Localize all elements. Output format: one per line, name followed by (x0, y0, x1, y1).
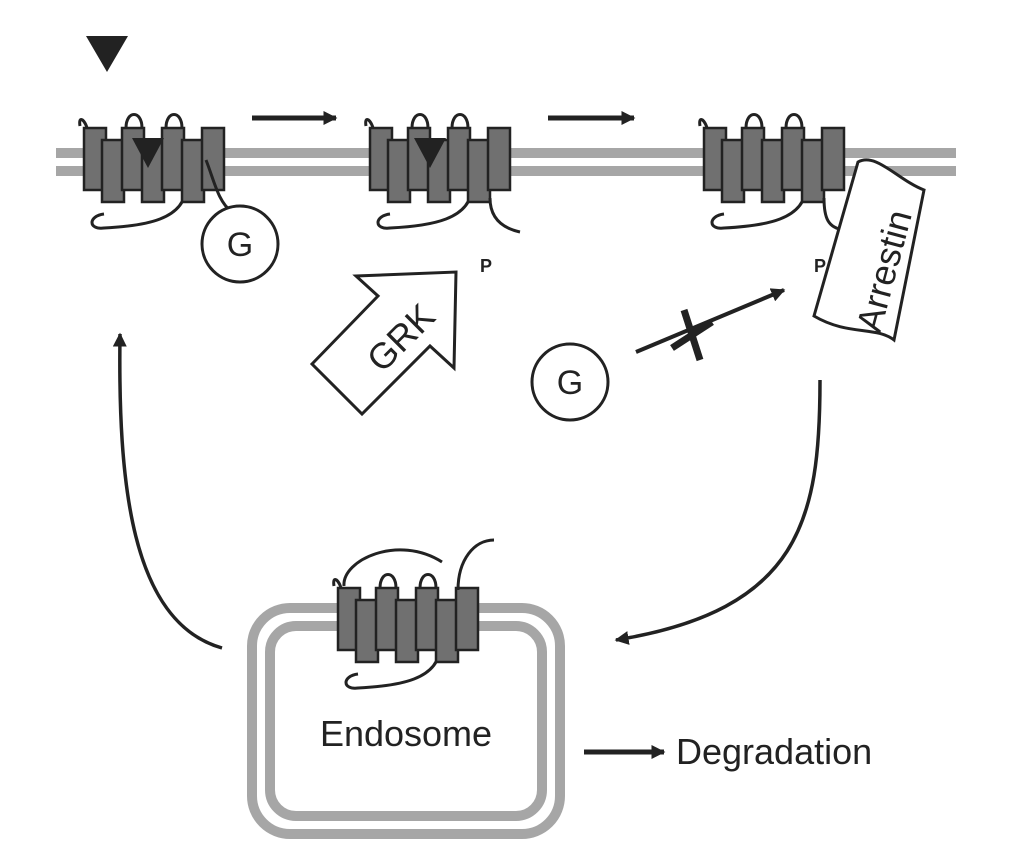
arrestin-shape: Arrestin (812, 158, 926, 343)
grk-arrow: GRK (309, 270, 458, 417)
phospho-label: P (480, 256, 492, 276)
receptor-internalized (332, 538, 495, 690)
g-protein-label: G (227, 226, 253, 264)
ligand-triangle-icon (86, 36, 128, 72)
degradation-label: Degradation (676, 731, 872, 772)
g-protein-label: G (557, 364, 583, 402)
receptor-phosphorylated (364, 113, 521, 234)
receptor-arrestin-bound (698, 113, 846, 232)
receptor-active (78, 113, 233, 230)
phospho-label: P (814, 256, 826, 276)
internalization-arrow (614, 379, 822, 645)
g-protein-free: G (530, 342, 610, 422)
block-x-icon (670, 308, 714, 362)
bound-ligand-icon (132, 138, 164, 168)
endosome-label: Endosome (320, 713, 492, 754)
g-protein-bound: G (200, 204, 280, 284)
bound-ligand-icon (414, 138, 446, 168)
recycling-arrow (112, 332, 223, 650)
